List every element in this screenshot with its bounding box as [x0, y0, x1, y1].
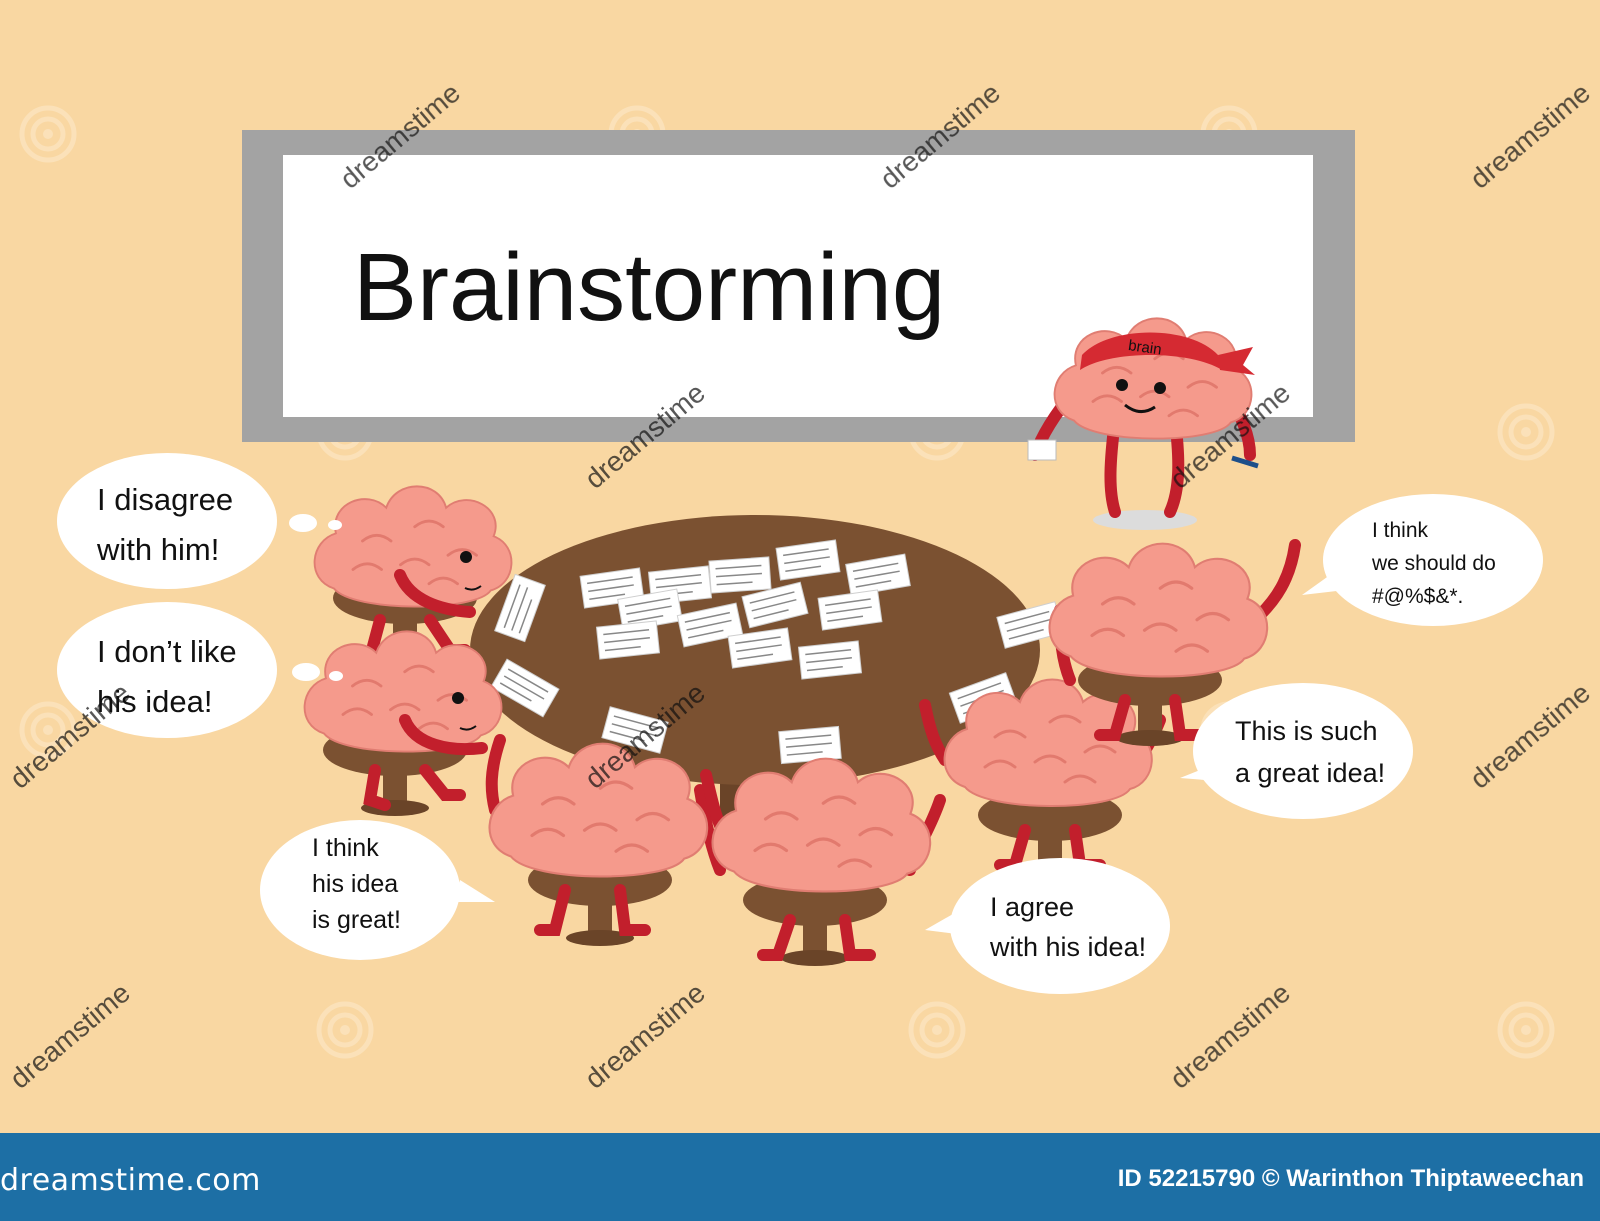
brain-mid-left [303, 629, 503, 816]
bubble-such-great: This is such a great idea! [1180, 683, 1413, 819]
bubble-agree: I agree with his idea! [925, 858, 1170, 994]
bubble-dont-like-line-1: I don’t like [97, 634, 237, 669]
brain-front-center [700, 757, 946, 966]
bubble-dont-like-line-2: his idea! [97, 684, 212, 719]
bubble-such-great-line-2: a great idea! [1235, 758, 1385, 788]
footer-credit: ID 52215790 © Warinthon Thiptaweechan [1117, 1165, 1584, 1192]
bubble-should-do-line-3: #@%$&*. [1372, 585, 1463, 608]
bubble-agree-line-2: with his idea! [989, 932, 1146, 962]
svg-text:dreamstime: dreamstime [1464, 677, 1596, 795]
whiteboard-title: Brainstorming [353, 234, 945, 341]
bubble-agree-line-1: I agree [990, 892, 1074, 922]
svg-text:dreamstime: dreamstime [1164, 977, 1296, 1095]
svg-text:I don’t like his idea!: I don’t like his idea! [97, 634, 245, 719]
svg-text:I think we should do: I think we should do #@%$&*. [1371, 519, 1502, 608]
bubble-disagree-line-2: with him! [96, 532, 219, 567]
svg-text:I agree with his idea!: I agree with his idea! [989, 892, 1146, 962]
bubble-think-great-line-2: his idea [312, 870, 398, 898]
svg-text:I disagree with him!: I disagree with him! [96, 482, 242, 567]
bubble-disagree-line-1: I disagree [97, 482, 233, 517]
svg-text:dreamstime: dreamstime [1464, 77, 1596, 195]
brain-front-left [485, 734, 726, 946]
bubble-should-do-line-2: we should do [1371, 552, 1496, 575]
bubble-dont-like: I don’t like his idea! [57, 602, 343, 738]
svg-text:This is such a great ide: This is such a great idea! [1235, 716, 1385, 788]
footer-brand: dreamstime.com [0, 1163, 261, 1198]
svg-text:dreamstime: dreamstime [4, 977, 136, 1095]
bubble-think-great: I think his idea is great! [260, 820, 495, 960]
bubble-think-great-line-1: I think [312, 834, 379, 862]
bubble-should-do-line-1: I think [1372, 519, 1429, 542]
footer-bar: dreamstime.com ID 52215790 © Warinthon T… [0, 1133, 1600, 1221]
brain-right [1047, 539, 1301, 746]
leader-brain: brain [1027, 316, 1259, 530]
headband-label: brain [1127, 337, 1162, 358]
bubble-should-do: I think we should do #@%$&*. [1302, 494, 1543, 626]
bubble-disagree: I disagree with him! [57, 453, 342, 589]
svg-text:I think his idea i: I think his idea is great! [312, 834, 405, 934]
whiteboard: Brainstorming [242, 130, 1355, 442]
bubble-such-great-line-1: This is such [1235, 716, 1378, 746]
svg-text:dreamstime: dreamstime [579, 977, 711, 1095]
bubble-think-great-line-3: is great! [312, 906, 401, 934]
